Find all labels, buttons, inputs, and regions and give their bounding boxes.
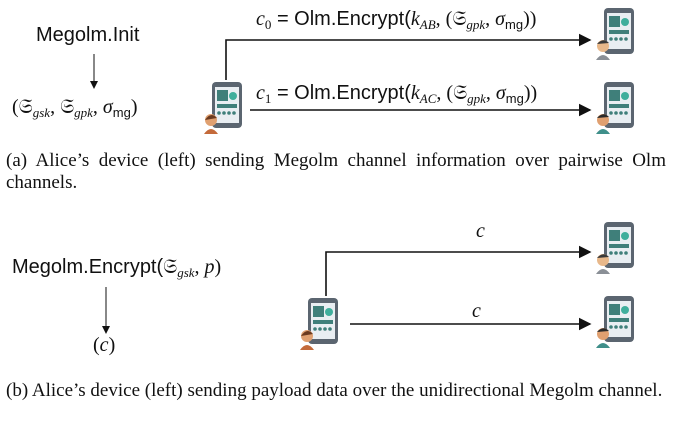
alice-device-icon xyxy=(204,82,242,134)
bob-device-icon-b xyxy=(596,222,634,274)
caption-a: (a) Alice’s device (left) sending Megolm… xyxy=(6,150,666,193)
alice-device-icon-b xyxy=(300,298,338,350)
charlie-device-icon-a xyxy=(596,82,634,134)
init-output-tuple: (𝔖gsk, 𝔖gpk, σmg) xyxy=(12,96,138,120)
encrypt-output: (c) xyxy=(93,334,116,356)
arrow-to-bob-b xyxy=(325,245,592,296)
megolm-encrypt-label: Megolm.Encrypt(𝔖gsk, p) xyxy=(12,256,222,280)
message-c-top: c xyxy=(476,220,485,242)
message-c1-label: c1 = Olm.Encrypt(kAC, (𝔖gpk, σmg)) xyxy=(256,82,538,106)
charlie-device-icon-b xyxy=(596,296,634,348)
message-c0-label: c0 = Olm.Encrypt(kAB, (𝔖gpk, σmg)) xyxy=(256,8,537,32)
bob-device-icon-a xyxy=(596,8,634,60)
message-c-bottom: c xyxy=(472,300,481,322)
megolm-init-label: Megolm.Init xyxy=(36,24,140,46)
caption-b: (b) Alice’s device (left) sending payloa… xyxy=(6,380,663,401)
arrow-to-bob-a xyxy=(225,33,592,80)
